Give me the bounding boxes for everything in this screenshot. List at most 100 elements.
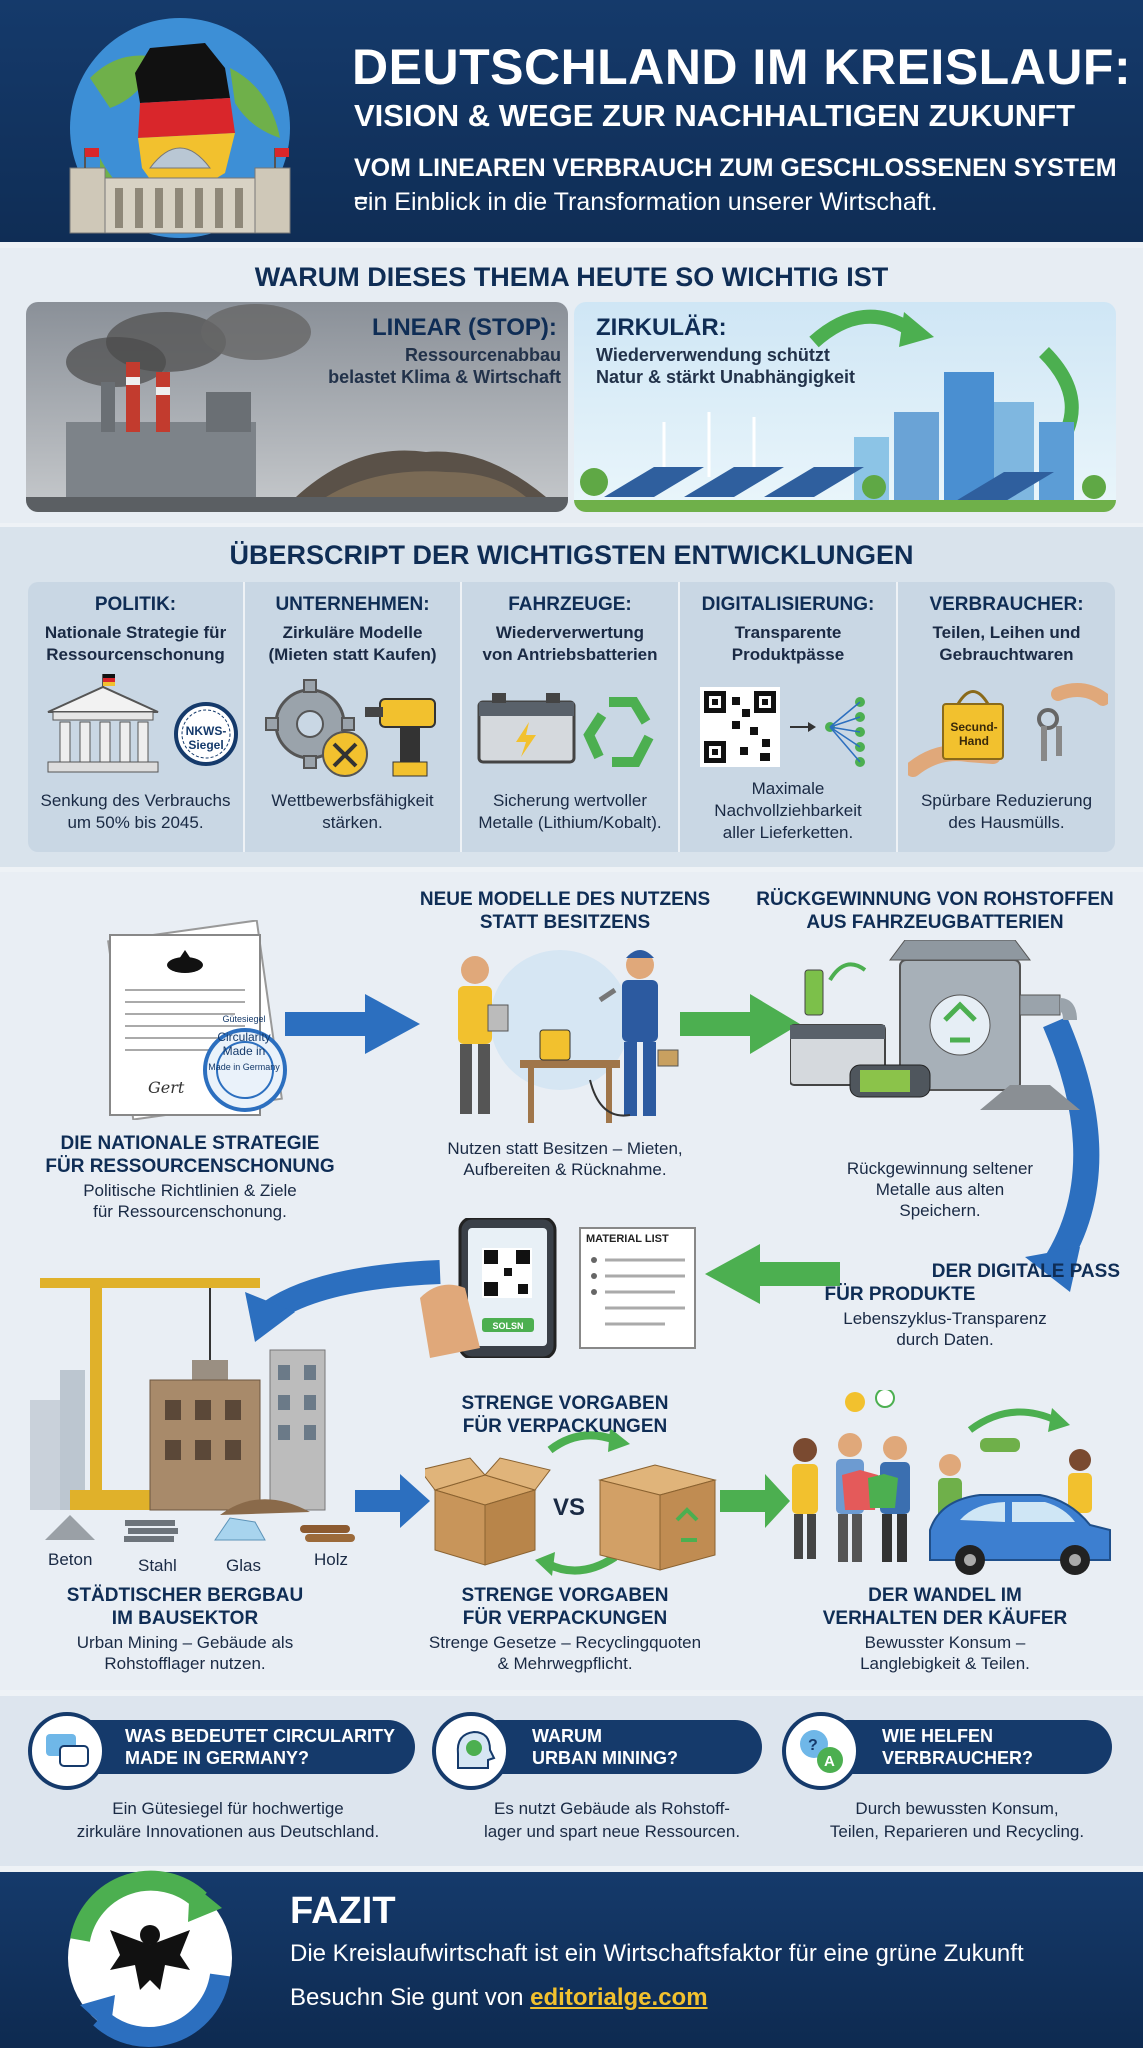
use-text-2: Aufbereiten & Rücknahme. — [463, 1160, 667, 1179]
conclusion-text: Die Kreislaufwirtschaft ist ein Wirtscha… — [290, 1940, 1024, 1967]
page-title: DEUTSCHLAND IM KREISLAUF: — [352, 39, 1132, 95]
overview-card-foot-2: des Hausmülls. — [948, 813, 1065, 832]
page-tagline-1: VOM LINEAREN VERBRAUCH ZUM GESCHLOSSENEN… — [354, 154, 1117, 211]
overview-card-foot-2: Metalle (Lithium/Kobalt). — [478, 813, 662, 832]
battery-recycling-machine-illustration — [790, 940, 1080, 1110]
eagle-recycle-emblem — [68, 1870, 232, 2047]
overview-card-title: VERBRAUCHER: — [929, 594, 1084, 615]
material-list-document-icon — [579, 1227, 696, 1349]
website-link[interactable]: editorialge.com — [530, 1984, 708, 2011]
glass-pile-icon — [214, 1517, 266, 1541]
faq-answer-1-line-2: zirkuläre Innovationen aus Deutschland. — [76, 1822, 380, 1841]
overview-section-title: ÜBERSCRIPT DER WICHTIGSTEN ENTWICKLUNGEN — [229, 540, 914, 570]
green-city-illustration — [574, 309, 1116, 512]
overview-card-foot-1: Spürbare Reduzierung — [920, 791, 1093, 810]
faq-question-2: WARUM URBAN MINING? — [470, 1720, 762, 1774]
battery-recycle-icon — [477, 693, 654, 767]
overview-card-title: DIGITALISIERUNG: — [701, 594, 875, 615]
faq-question-1: WAS BEDEUTET CIRCULARITY MADE IN GERMANY… — [60, 1720, 415, 1774]
packaging-title-1: STRENGE VORGABEN — [461, 1585, 669, 1606]
circular-heading: ZIRKULÄR: — [596, 314, 727, 341]
consumers-car-sharing-illustration — [792, 1390, 1111, 1575]
use-title-2: STATT BESITZENS — [479, 912, 651, 933]
buyers-title-1: DER WANDEL IM — [868, 1585, 1022, 1606]
recycled-box-icon — [598, 1464, 717, 1571]
overview-card-verbraucher: VERBRAUCHER: Teilen, Leihen und Gebrauch… — [898, 582, 1115, 852]
material-label-holz: Holz — [314, 1550, 349, 1569]
overview-card-foot-2: Nachvollziehbarkeit — [714, 801, 862, 820]
faq-question-line-2: VERBRAUCHER? — [882, 1748, 1034, 1768]
recycle-icon — [929, 994, 991, 1056]
phone-button[interactable]: SOLSN — [492, 1321, 524, 1331]
linear-panel: LINEAR (STOP): Ressourcenabbau belastet … — [26, 302, 568, 512]
overview-card-foot-2: stärken. — [322, 813, 383, 832]
packaging-boxes-illustration — [425, 1457, 717, 1571]
question-answer-icon: ?A — [782, 1712, 860, 1790]
overview-card-fahrzeuge: FAHRZEUGE: Wiederverwertung von Antriebs… — [462, 582, 680, 852]
second-hand-tag: Secund- Hand — [950, 720, 998, 748]
passport-title-1: DER DIGITALE PASS — [931, 1261, 1120, 1282]
repair-people-illustration — [458, 950, 679, 1123]
concrete-pile-icon — [45, 1515, 95, 1540]
circular-text-1: Wiederverwendung schützt — [596, 345, 830, 365]
overview-card-sub-2: (Mieten statt Kaufen) — [268, 645, 437, 664]
overview-card-sub-2: Gebrauchtwaren — [939, 645, 1074, 664]
urban-mining-illustration — [30, 1278, 355, 1542]
material-list-heading: MATERIAL LIST — [586, 1233, 669, 1245]
strategy-title-2: FÜR RESSOURCENSCHONUNG — [45, 1156, 335, 1177]
drill-icon — [379, 698, 436, 728]
battery-text-1: Rückgewinnung seltener — [846, 1159, 1034, 1178]
packaging-top-title-2: FÜR VERPACKUNGEN — [462, 1416, 668, 1437]
arrow-left-icon — [705, 1244, 840, 1304]
head-gear-icon — [432, 1712, 510, 1790]
strategy-text-1: Politische Richtlinien & Ziele — [83, 1181, 297, 1200]
faq-question-3: WIE HELFEN VERBRAUCHER? — [820, 1720, 1112, 1774]
steel-pile-icon — [124, 1520, 178, 1542]
urban-text-1: Urban Mining – Gebäude als — [76, 1633, 294, 1652]
overview-card-foot-1: Sicherung wertvoller — [492, 791, 647, 810]
battery-text-2: Metalle aus alten — [875, 1180, 1005, 1199]
battery-title-2: AUS FAHRZEUGBATTERIEN — [806, 912, 1064, 933]
overview-card-sub-2: Ressourcenschonung — [46, 645, 225, 664]
buyers-text-2: Langlebigkeit & Teilen. — [860, 1654, 1030, 1673]
circular-panel: ZIRKULÄR: Wiederverwendung schützt Natur… — [574, 302, 1116, 512]
strategy-document-illustration — [107, 920, 287, 1120]
gear-drill-icon — [265, 679, 436, 777]
strategy-text-2: für Ressourcenschonung. — [93, 1202, 287, 1221]
battery-title-1: RÜCKGEWINNUNG VON ROHSTOFFEN — [756, 889, 1114, 910]
page-subtitle: VISION & WEGE ZUR NACHHALTIGEN ZUKUNFT — [354, 98, 1076, 133]
technician-icon — [622, 950, 679, 1116]
nkws-seal-icon — [174, 702, 238, 766]
crane-icon — [40, 1278, 260, 1510]
reichstag-building — [69, 147, 291, 234]
svg-text:?: ? — [808, 1737, 818, 1754]
buyers-text-1: Bewusster Konsum – — [864, 1633, 1026, 1652]
material-label-stahl: Stahl — [138, 1556, 177, 1575]
faq-answer-3-line-1: Durch bewussten Konsum, — [855, 1799, 1059, 1818]
battery-text-3: Speichern. — [899, 1201, 981, 1220]
strategy-title-1: DIE NATIONALE STRATEGIE — [60, 1133, 320, 1154]
urban-title-2: IM BAUSEKTOR — [111, 1608, 259, 1629]
wood-pile-icon — [300, 1525, 355, 1542]
urban-text-2: Rohstofflager nutzen. — [104, 1654, 266, 1673]
overview-card-sub-2: von Antriebsbatterien — [482, 645, 658, 664]
faq-question-line-1: WAS BEDEUTET CIRCULARITY — [125, 1726, 395, 1746]
check-icon — [875, 1390, 895, 1408]
linear-text-1: Ressourcenabbau — [404, 345, 561, 365]
use-title-1: NEUE MODELLE DES NUTZENS — [419, 889, 711, 910]
why-section-title: WARUM DIESES THEMA HEUTE SO WICHTIG IST — [254, 262, 889, 292]
nkws-seal-label: NKWS- Siegel — [185, 724, 227, 752]
overview-card-foot-3: aller Lieferketten. — [722, 823, 854, 842]
open-box-icon — [425, 1457, 551, 1566]
flow-arrows — [245, 994, 1100, 1576]
urban-title-1: STÄDTISCHER BERGBAU — [66, 1585, 304, 1606]
overview-card-sub-1: Wiederverwertung — [495, 623, 645, 642]
visit-prefix: Besuchn Sie gunt von — [290, 1984, 524, 2011]
faq-answer-2-line-1: Es nutzt Gebäude als Rohstoff- — [494, 1799, 730, 1818]
faq-question-line-1: WARUM — [532, 1726, 602, 1746]
drill-icon — [539, 1029, 571, 1061]
germany-flag-map — [135, 43, 235, 188]
overview-card-politik: POLITIK: Nationale Strategie für Ressour… — [28, 582, 245, 852]
overview-card-title: FAHRZEUGE: — [508, 594, 632, 615]
overview-card-foot-1: Wettbewerbsfähigkeit — [271, 791, 434, 810]
